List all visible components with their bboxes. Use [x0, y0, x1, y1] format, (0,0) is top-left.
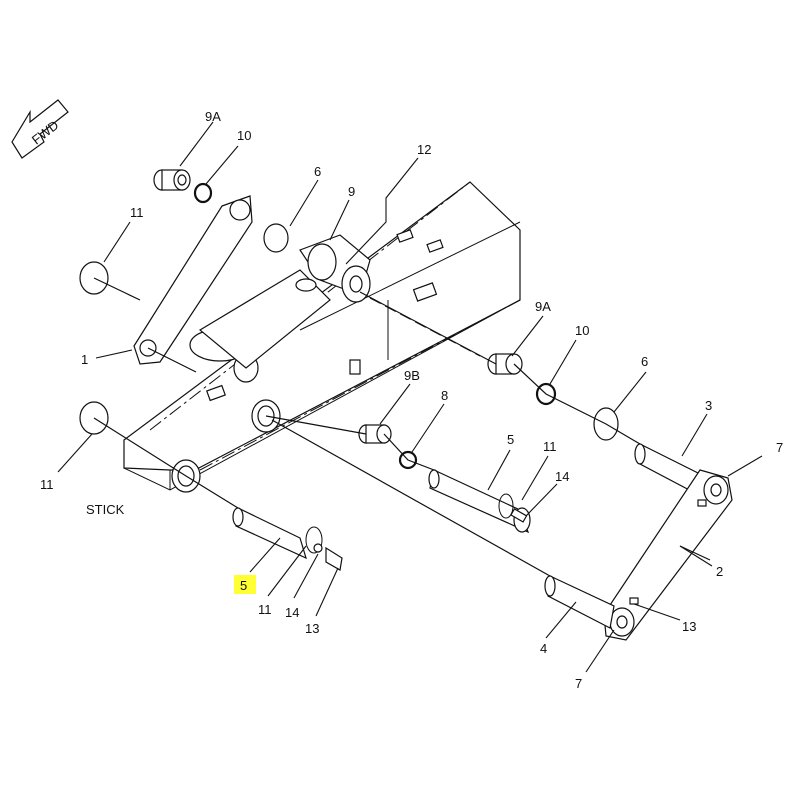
- callout-9a-top: 9A: [205, 109, 221, 124]
- axis-pin-4: [271, 419, 551, 577]
- callout-10-mid: 10: [575, 323, 589, 338]
- forward-direction-arrow: FWD: [11, 99, 69, 159]
- seal-8: [398, 450, 418, 470]
- stick-body: [123, 181, 521, 491]
- callout-4: 4: [540, 641, 547, 656]
- callout-11-bottom: 11: [258, 602, 272, 617]
- bearing-housing-part-9: [295, 234, 371, 303]
- callout-12: 12: [417, 142, 431, 157]
- callout-14-mid: 14: [555, 469, 569, 484]
- callout-9b: 9B: [404, 368, 420, 383]
- callout-leaders: [57, 121, 763, 673]
- callout-6-top: 6: [314, 164, 321, 179]
- pin-4: [544, 575, 615, 629]
- callout-2: 2: [716, 564, 723, 579]
- seal-10-top: [193, 182, 213, 204]
- callout-5-highlighted: 5: [240, 578, 247, 593]
- callout-13-right: 13: [682, 619, 696, 634]
- axis-lower-pin: [265, 415, 435, 471]
- bearing-9a-top: [153, 169, 191, 191]
- callout-11-top: 11: [130, 205, 144, 220]
- callout-7-bottom: 7: [575, 676, 582, 691]
- callout-13-bottom: 13: [305, 621, 319, 636]
- axis-mid-dashed: [369, 297, 481, 357]
- link-part-1: [133, 195, 331, 383]
- pin-5-mid: [428, 469, 531, 534]
- callout-8: 8: [441, 388, 448, 403]
- axis-bottom-pin: [93, 417, 239, 509]
- bearing-9a-mid: [487, 353, 523, 375]
- callout-6-mid: 6: [641, 354, 648, 369]
- callout-5-mid: 5: [507, 432, 514, 447]
- seal-10-mid: [535, 382, 557, 406]
- callout-11-mid: 11: [543, 439, 557, 454]
- axis-mid-pin: [359, 291, 641, 445]
- callout-5-highlight: [234, 575, 256, 594]
- callout-11-left: 11: [40, 477, 54, 492]
- callout-1: 1: [81, 352, 88, 367]
- link-part-2: [603, 469, 733, 641]
- axis-link-2: [679, 545, 711, 561]
- callout-7-top: 7: [776, 440, 783, 455]
- callout-9: 9: [348, 184, 355, 199]
- callout-labels: 9A 10 6 9 12 11 1 9A 10 6 9B 8 3 7 5 11 …: [40, 109, 783, 691]
- callout-14-bottom: 14: [285, 605, 299, 620]
- callout-3: 3: [705, 398, 712, 413]
- callout-10-top: 10: [237, 128, 251, 143]
- callout-9a-mid: 9A: [535, 299, 551, 314]
- stick-label: STICK: [86, 502, 125, 517]
- axis-top-pin: [93, 277, 197, 373]
- pin-5-bottom: [232, 507, 343, 571]
- spacer-6-top: [263, 223, 289, 253]
